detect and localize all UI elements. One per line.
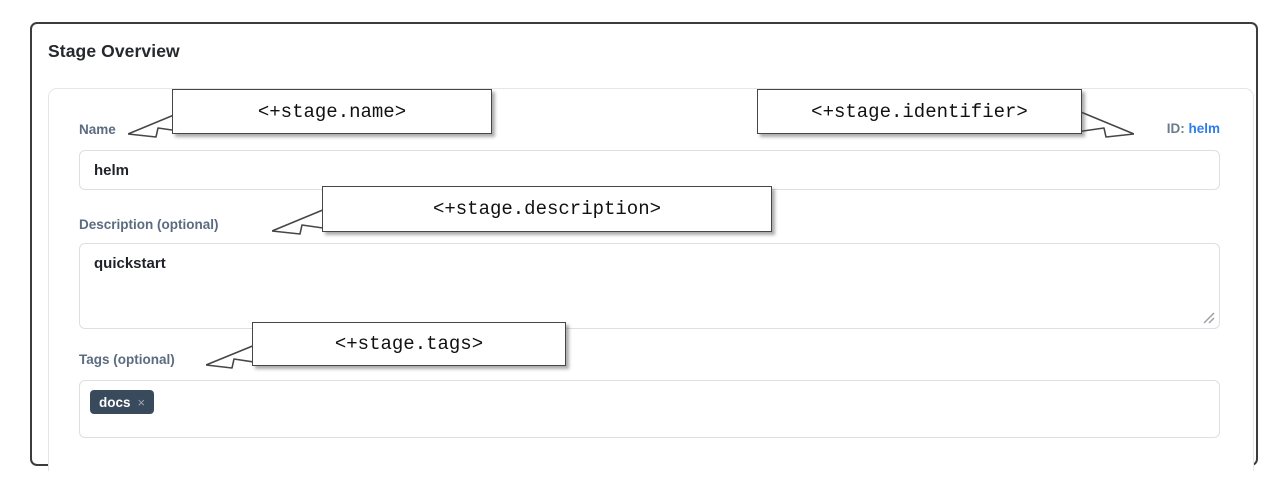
callout-stage-description: <+stage.description>	[322, 186, 772, 232]
description-field-label: Description (optional)	[79, 217, 219, 232]
callout-stage-tags: <+stage.tags>	[252, 322, 566, 366]
tag-chip-label: docs	[99, 394, 131, 410]
callout-stage-identifier: <+stage.identifier>	[757, 89, 1082, 134]
tag-chip-docs[interactable]: docs ×	[90, 390, 155, 414]
tags-field-label: Tags (optional)	[79, 352, 175, 367]
callout-stage-name: <+stage.name>	[172, 89, 492, 134]
tag-remove-icon[interactable]: ×	[137, 394, 146, 410]
tags-input[interactable]: docs ×	[79, 380, 1220, 438]
identifier-key-label: ID:	[1166, 121, 1185, 136]
stage-identifier-readout: ID: helm	[1167, 121, 1220, 136]
name-field-label: Name	[79, 122, 116, 137]
identifier-value[interactable]: helm	[1188, 121, 1220, 136]
name-input[interactable]	[79, 150, 1220, 190]
page-title: Stage Overview	[48, 41, 180, 61]
description-textarea[interactable]: quickstart	[79, 243, 1220, 329]
